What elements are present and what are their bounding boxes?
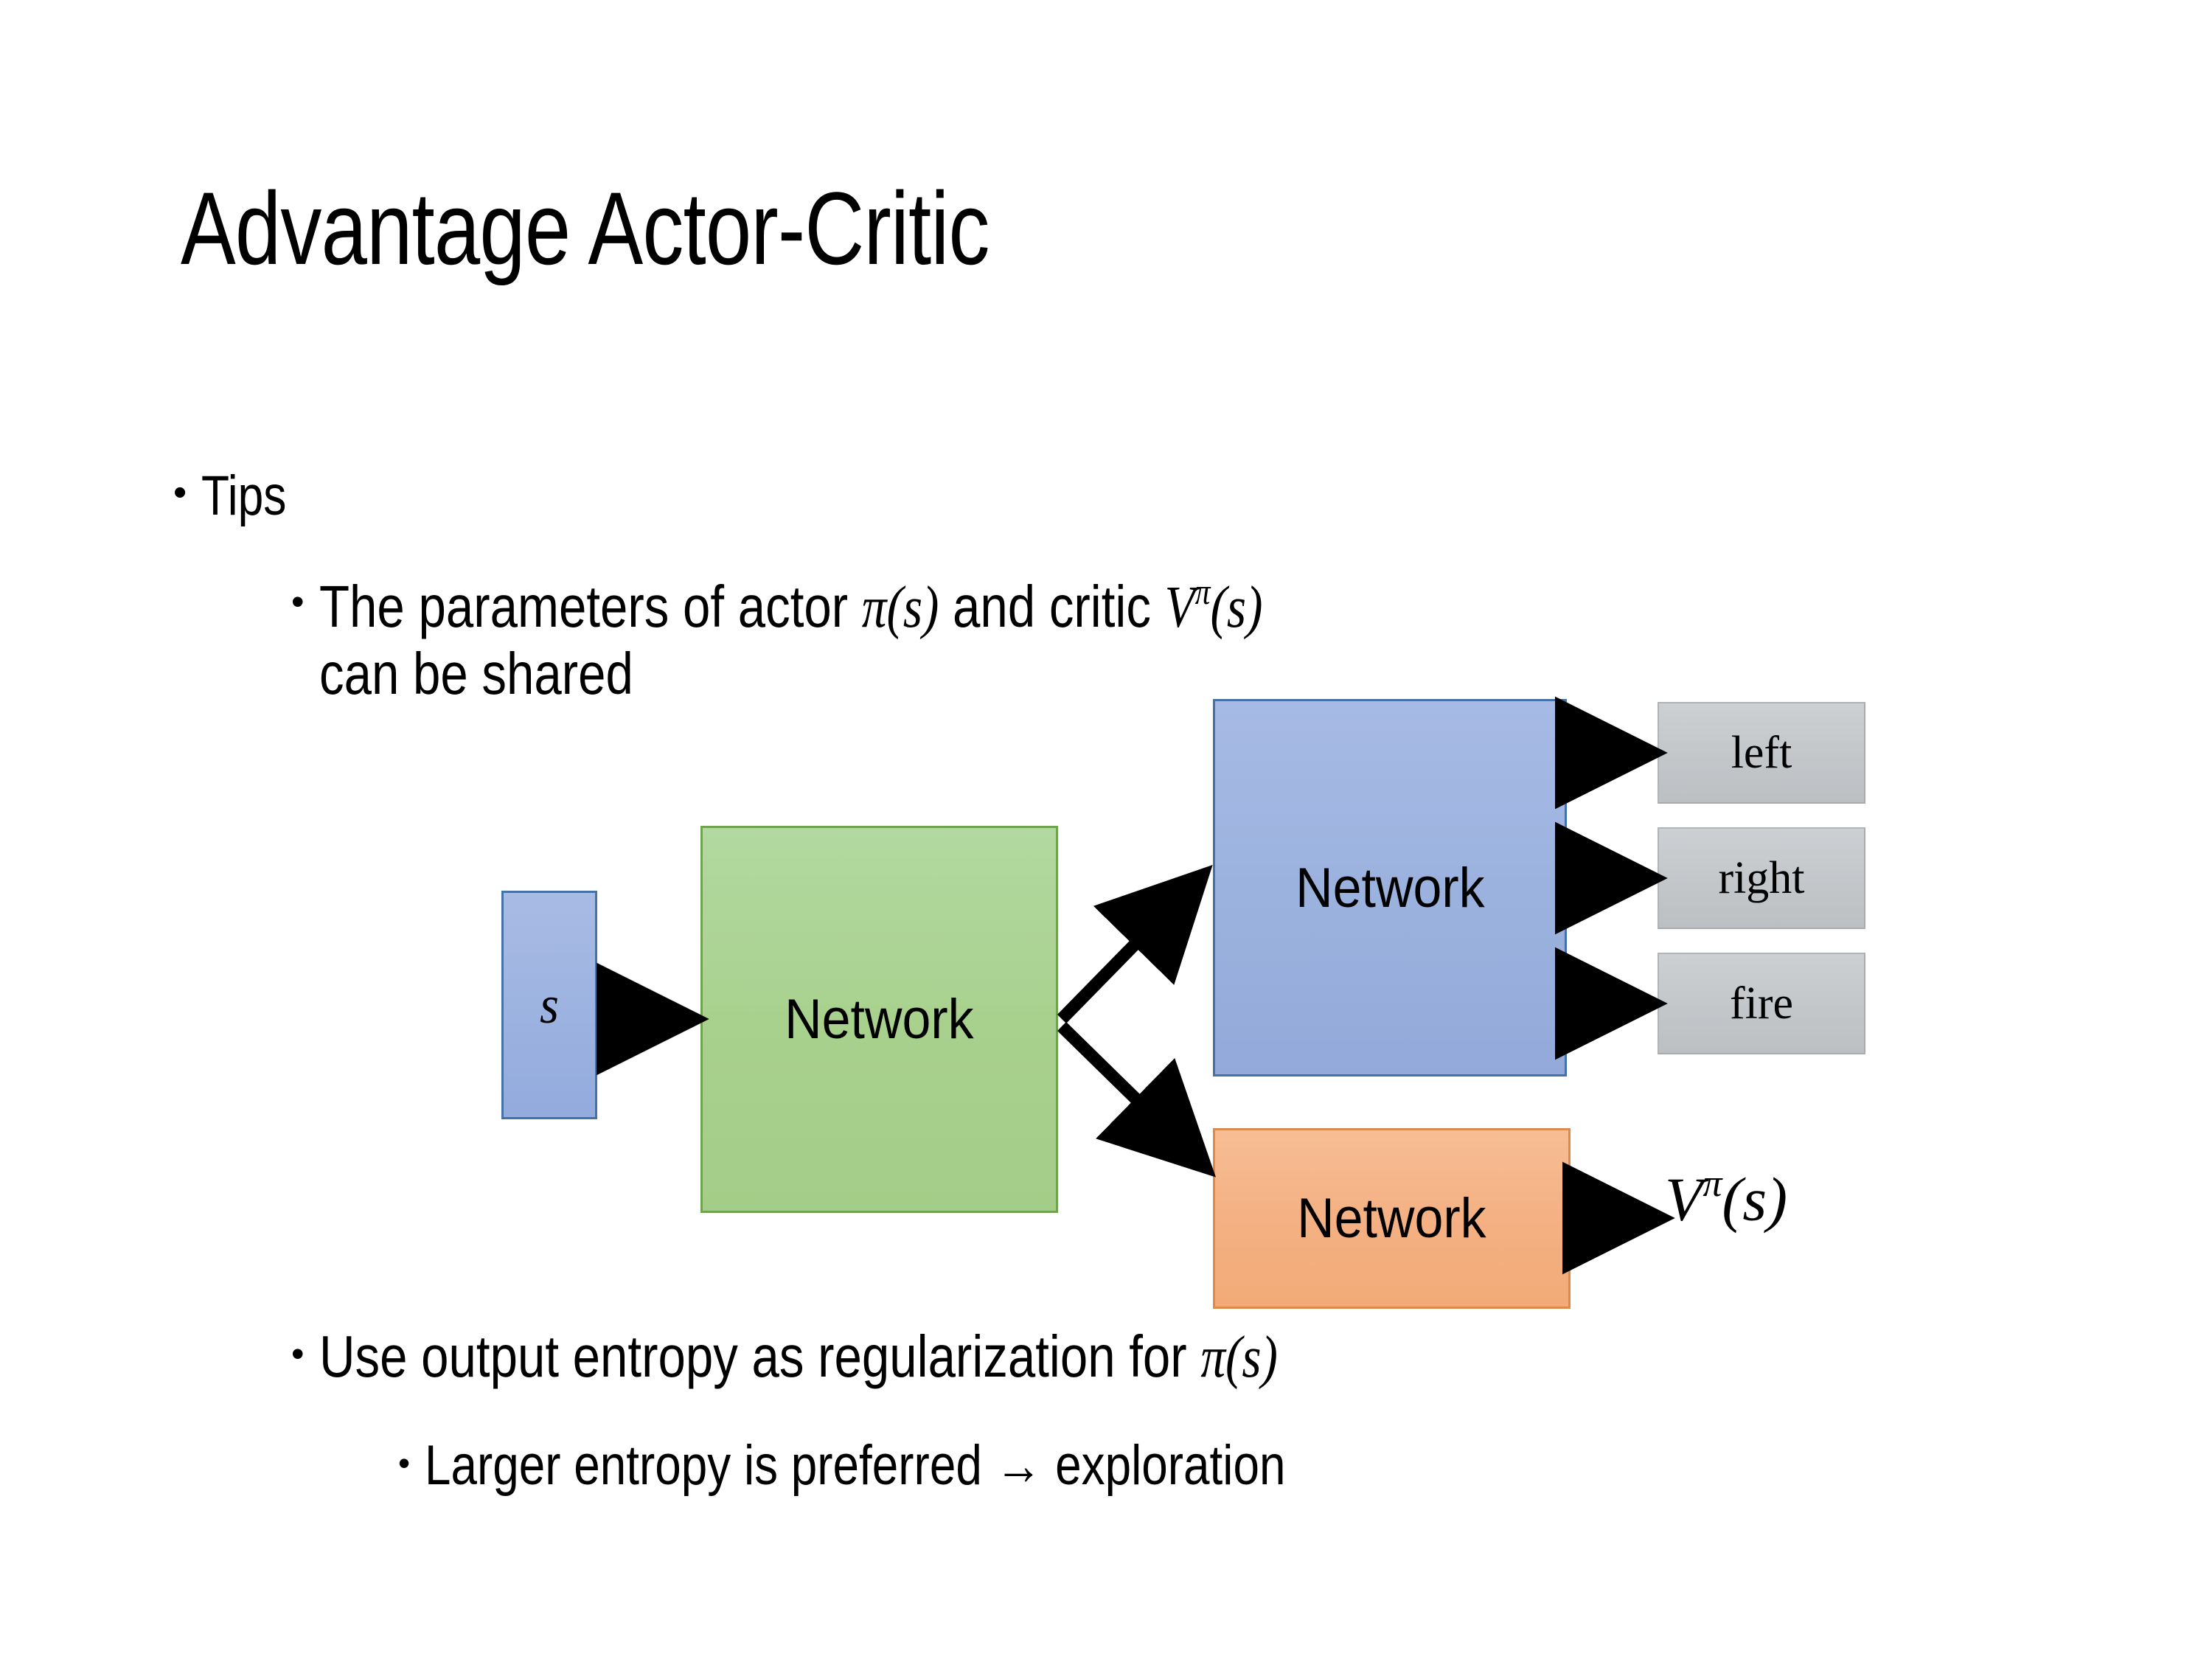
actor-network-box: Network bbox=[1213, 699, 1567, 1077]
bullet-entropy-regularization: • Use output entropy as regularization f… bbox=[291, 1324, 1460, 1391]
action-box-fire: fire bbox=[1658, 953, 1865, 1054]
shared-network-label: Network bbox=[785, 988, 974, 1051]
bullet-dot-icon: • bbox=[398, 1444, 411, 1482]
action-label-left: left bbox=[1731, 727, 1792, 778]
params-wrap-line: can be shared bbox=[319, 641, 633, 707]
bullet-dot-icon: • bbox=[291, 1333, 305, 1374]
critic-value-math-base: V bbox=[1164, 574, 1195, 640]
shared-network-box: Network bbox=[700, 826, 1058, 1213]
arrow-shared-to-actor bbox=[1057, 864, 1213, 1023]
critic-network-label: Network bbox=[1297, 1187, 1486, 1250]
bullet-tips-label: Tips bbox=[201, 465, 287, 527]
actor-policy-math: π(s) bbox=[861, 574, 939, 640]
bullet-dot-icon: • bbox=[291, 581, 305, 622]
entropy-prefix: Use output entropy as regularization for bbox=[319, 1324, 1200, 1389]
action-label-right: right bbox=[1718, 852, 1805, 903]
critic-value-math-sup: π bbox=[1194, 571, 1211, 612]
state-input-label: s bbox=[540, 975, 559, 1034]
arrow-shared-to-critic bbox=[1057, 1021, 1217, 1178]
value-output-base: V bbox=[1665, 1165, 1703, 1234]
bullet-larger-entropy: • Larger entropy is preferred → explorat… bbox=[398, 1434, 1450, 1497]
action-box-right: right bbox=[1658, 827, 1865, 929]
critic-value-math-arg: (s) bbox=[1210, 574, 1262, 640]
bullet-shared-parameters-text: The parameters of actor π(s) and critic … bbox=[319, 571, 1589, 707]
value-output-arg: (s) bbox=[1722, 1165, 1788, 1234]
action-box-left: left bbox=[1658, 702, 1865, 804]
value-output-sup: π bbox=[1703, 1163, 1722, 1205]
params-prefix: The parameters of actor bbox=[319, 573, 862, 639]
value-function-output-label: Vπ(s) bbox=[1665, 1162, 1787, 1235]
bullet-tips: • Tips bbox=[173, 465, 305, 527]
action-label-fire: fire bbox=[1729, 978, 1794, 1029]
page-title: Advantage Actor-Critic bbox=[181, 170, 990, 286]
state-input-box: s bbox=[501, 891, 597, 1119]
entropy-policy-math: π(s) bbox=[1200, 1325, 1278, 1390]
bullet-larger-entropy-label: Larger entropy is preferred → exploratio… bbox=[425, 1434, 1286, 1497]
bullet-shared-parameters: • The parameters of actor π(s) and criti… bbox=[291, 571, 1831, 707]
bullet-dot-icon: • bbox=[173, 471, 187, 514]
actor-network-label: Network bbox=[1295, 856, 1485, 919]
bullet-entropy-text: Use output entropy as regularization for… bbox=[319, 1324, 1278, 1391]
params-middle: and critic bbox=[938, 573, 1165, 639]
critic-network-box: Network bbox=[1213, 1128, 1571, 1309]
